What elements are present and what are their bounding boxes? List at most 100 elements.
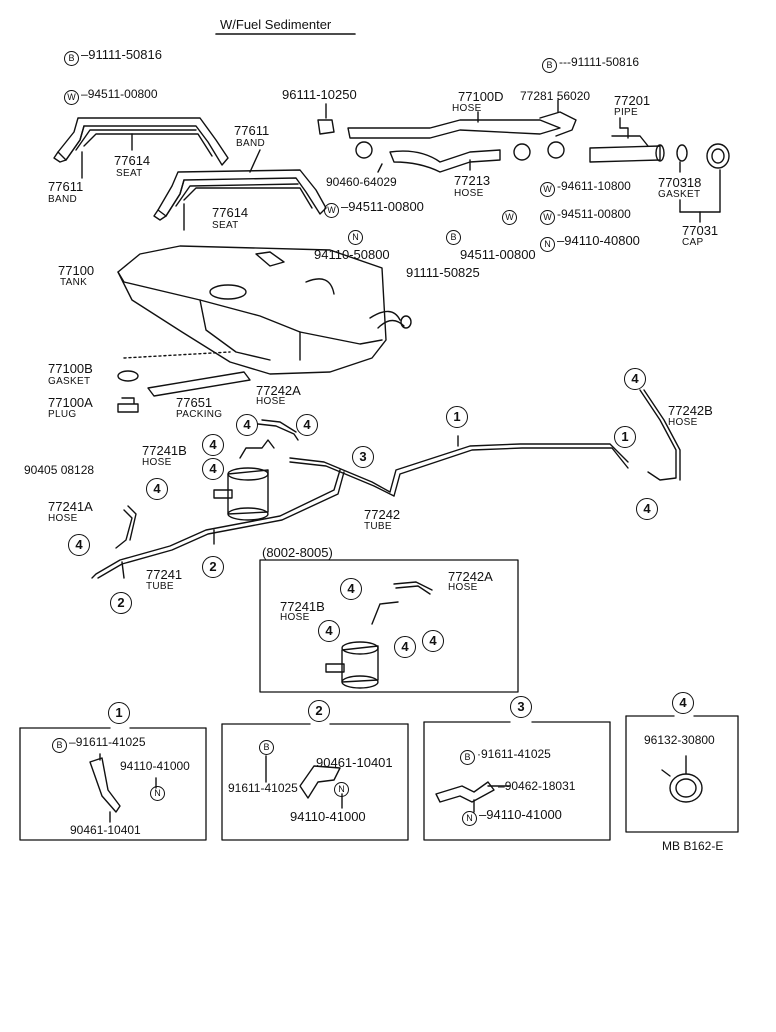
part-77201-desc: PIPE	[614, 107, 638, 118]
detail-callout-1: 1	[108, 702, 130, 724]
callout-4: 4	[296, 414, 318, 436]
part-77100: 77100	[58, 263, 95, 278]
part-77614-lower: 77614	[212, 205, 249, 220]
part-77242a-main: 77242A	[256, 383, 301, 398]
part-77242b: 77242B	[668, 403, 713, 418]
part-77241b-alt: 77241B	[280, 599, 325, 614]
part-77213: 77213	[454, 173, 491, 188]
part-94611-10800: W-94611-10800	[540, 180, 631, 197]
part-77242a-alt: 77242A	[448, 569, 493, 584]
diagram-title: W/Fuel Sedimenter	[220, 17, 332, 32]
part-90461-10401-box2: 90461-10401	[316, 755, 393, 770]
callout-4: 4	[318, 620, 340, 642]
part-94110-40800: N–94110-40800	[540, 234, 640, 252]
b-prefix-icon: B	[259, 740, 274, 755]
part-77241a-desc: HOSE	[48, 513, 78, 524]
band-seat-lower	[153, 149, 327, 231]
callout-4: 4	[636, 498, 658, 520]
fuel-tank	[117, 245, 412, 375]
part-77651: 77651	[176, 395, 213, 410]
part-94110-41000-box1: 94110-41000	[120, 759, 190, 773]
clamp-2-shape	[299, 765, 341, 799]
part-77614-upper: 77614	[114, 153, 151, 168]
part-77611-lower-desc: BAND	[48, 194, 77, 205]
part-90461-10401-box1: 90461-10401	[70, 823, 141, 837]
b-prefix-icon: B	[542, 58, 557, 73]
part-94511-00800-b: W–94511-00800	[324, 200, 424, 218]
callout-4: 4	[146, 478, 168, 500]
part-91111-50816-top: B–91111-50816	[64, 48, 162, 66]
callout-4: 4	[340, 578, 362, 600]
n-prefix-icon: N	[462, 811, 477, 826]
part-94110-41000-box3: N–94110-41000	[462, 808, 562, 826]
packing-shape	[147, 371, 251, 397]
part-90462-18031-box3: –90462-18031	[498, 779, 576, 793]
part-770318: 770318	[658, 175, 702, 190]
part-77031-desc: CAP	[682, 237, 704, 248]
part-77611-lower: 77611	[48, 179, 84, 194]
part-94110-41000-box2: 94110-41000	[290, 809, 366, 824]
callout-4: 4	[624, 368, 646, 390]
callout-4: 4	[394, 636, 416, 658]
callout-4: 4	[236, 414, 258, 436]
callout-4: 4	[68, 534, 90, 556]
part-77100a-desc: PLUG	[48, 409, 77, 420]
detail-callout-4: 4	[672, 692, 694, 714]
callout-4: 4	[202, 458, 224, 480]
n-prefix-icon: N	[348, 230, 363, 245]
detail-callout-3: 3	[510, 696, 532, 718]
callout-1: 1	[614, 426, 636, 448]
part-77241b-main: 77241B	[142, 443, 187, 458]
w-prefix-icon: W	[540, 210, 555, 225]
callout-2: 2	[202, 556, 224, 578]
filler-hose-assembly	[317, 99, 730, 223]
n-prefix-icon: N	[150, 786, 165, 801]
fuel-lines	[91, 389, 681, 579]
clamp-1-shape	[89, 757, 121, 813]
part-96111-10250: 96111-10250	[282, 87, 357, 102]
part-77242: 77242	[364, 507, 401, 522]
part-77241b-main-desc: HOSE	[142, 457, 172, 468]
n-prefix-icon: N	[540, 237, 555, 252]
part-77611-upper: 77611	[234, 123, 270, 138]
part-77100d-desc: HOSE	[452, 103, 482, 114]
part-90460-64029: 90460-64029	[326, 175, 397, 189]
part-77611-upper-desc: BAND	[236, 138, 265, 149]
part-77651-desc: PACKING	[176, 409, 223, 420]
part-77241: 77241	[146, 567, 183, 582]
part-77100-desc: TANK	[60, 277, 88, 288]
part-77100b: 77100B	[48, 361, 93, 376]
part-91611-41025-box3: B·91611-41025	[460, 748, 551, 765]
part-94511-00800-a: W–94511-00800	[64, 88, 158, 105]
part-77031: 77031	[682, 223, 719, 238]
plug-shape	[117, 397, 139, 413]
b-prefix-icon: B	[64, 51, 79, 66]
detail-callout-2: 2	[308, 700, 330, 722]
part-91111-50816-right: B---91111-50816	[542, 56, 639, 73]
part-77100d: 77100D	[458, 89, 504, 104]
part-77242a-main-desc: HOSE	[256, 396, 286, 407]
callout-3: 3	[352, 446, 374, 468]
part-94511-00800-d: 94511-00800	[460, 247, 536, 262]
part-77242-desc: TUBE	[364, 521, 392, 532]
catalog-reference: MB B162-E	[662, 839, 724, 853]
part-91611-41025-box1: B–91611-41025	[52, 736, 146, 753]
part-96132-30800-box4: 96132-30800	[644, 733, 715, 747]
part-77100a: 77100A	[48, 395, 93, 410]
part-77614-upper-desc: SEAT	[116, 168, 143, 179]
part-770318-desc: GASKET	[658, 189, 701, 200]
callout-1: 1	[446, 406, 468, 428]
callout-4: 4	[202, 434, 224, 456]
part-90405-08128: 90405 08128	[24, 463, 95, 477]
part-94110-50800: 94110-50800	[314, 247, 390, 262]
b-prefix-icon: B	[52, 738, 67, 753]
tank-gasket-shape	[117, 370, 139, 382]
part-77241a: 77241A	[48, 499, 93, 514]
part-91611-41025-box2: 91611-41025	[228, 781, 298, 795]
part-77281-56020: 77281 56020	[520, 89, 591, 103]
part-77241-desc: TUBE	[146, 581, 174, 592]
callout-4: 4	[422, 630, 444, 652]
part-77100b-desc: GASKET	[48, 376, 91, 387]
